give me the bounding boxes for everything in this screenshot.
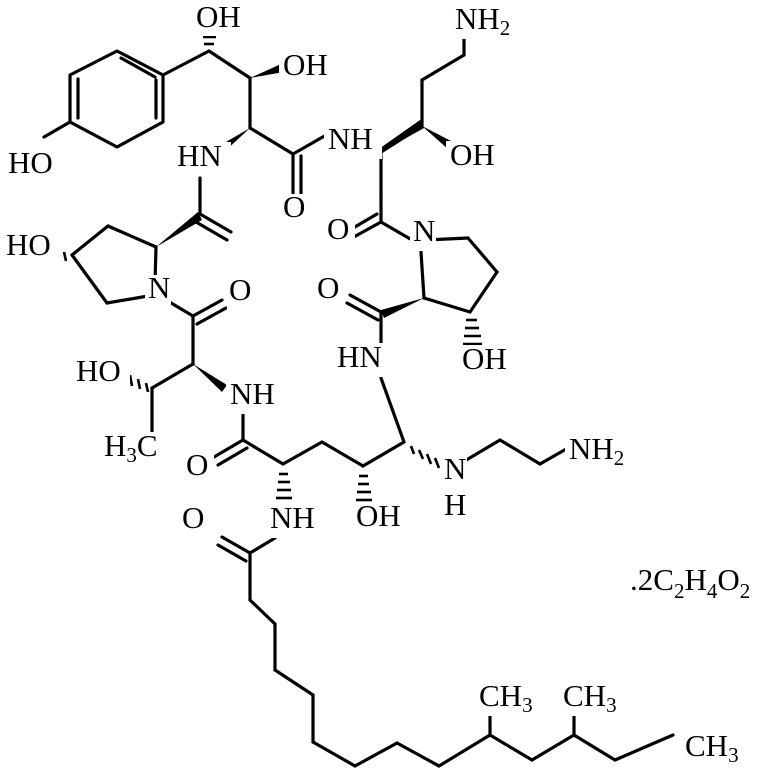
label-lipid-branch-ch3-1: CH3 xyxy=(479,678,533,717)
hash-wedge-orn2-oh xyxy=(356,474,372,502)
label-orn-terminal-nh2: NH2 xyxy=(455,1,510,40)
hydroxyproline-ring-left xyxy=(38,176,233,366)
label-lipid-branch-ch3-2: CH3 xyxy=(563,678,617,717)
tyrosine-phenol-ring xyxy=(42,49,211,149)
dimethylmyristoyl-chain xyxy=(216,535,675,768)
label-hyp-ring-n: N xyxy=(148,270,170,305)
label-tyr-backbone-hn: HN xyxy=(177,138,222,173)
label-eda-n-h: H xyxy=(444,487,466,522)
label-thr-methyl-h3c: H3C xyxy=(104,428,158,467)
label-tyr-phenol-ho: HO xyxy=(8,145,53,180)
label-gamma-hydroxy-oh: OH xyxy=(283,47,328,82)
label-lipid-amide-o: O xyxy=(182,500,204,535)
hash-wedge-orn2-nh xyxy=(276,472,292,500)
hydroxyproline-ring-right xyxy=(345,236,499,346)
label-lipid-amide-nh: NH xyxy=(270,500,315,535)
atom-label-layer: HO OH OH HN O NH NH2 OH O N OH O xyxy=(2,0,753,767)
label-thr-amide-nh: NH xyxy=(230,376,275,411)
label-thr-hydroxy-ho: HO xyxy=(76,353,121,388)
label-orn-hydroxy-oh: OH xyxy=(450,137,495,172)
label-pro4-ring-n: N xyxy=(413,213,435,248)
label-orn-amide-nh: NH xyxy=(328,121,373,156)
hash-wedge-eda-n xyxy=(409,445,441,469)
label-eda-terminal-nh2: NH2 xyxy=(569,431,624,470)
label-tyr-amide-o: O xyxy=(283,189,305,224)
label-hyp-carbonyl-o: O xyxy=(229,272,251,307)
ornithine2-residue xyxy=(276,376,441,502)
salt-formula-text: .2C2H4O2 xyxy=(630,562,750,603)
label-orn-carbonyl-o: O xyxy=(327,211,349,246)
label-orn2-hydroxy-oh: OH xyxy=(356,498,401,533)
tyrosine-dihydroxy-chain xyxy=(202,28,330,202)
label-beta-hydroxy-oh: OH xyxy=(196,0,241,34)
hash-wedge-pro-oh xyxy=(463,318,482,346)
label-lipid-terminal-ch3: CH3 xyxy=(685,728,739,767)
salt-formula: .2C2H4O2 xyxy=(630,562,750,603)
label-thr-carbonyl-o: O xyxy=(186,447,208,482)
label-eda-n: N xyxy=(444,451,466,486)
ethylenediamine-arm xyxy=(461,438,570,466)
label-hyp-hydroxy-ho: HO xyxy=(6,227,51,262)
label-pro4-hydroxy-oh: OH xyxy=(462,341,507,376)
label-pro4-carbonyl-o: O xyxy=(317,270,339,305)
label-orn2-amide-hn: HN xyxy=(337,339,382,374)
